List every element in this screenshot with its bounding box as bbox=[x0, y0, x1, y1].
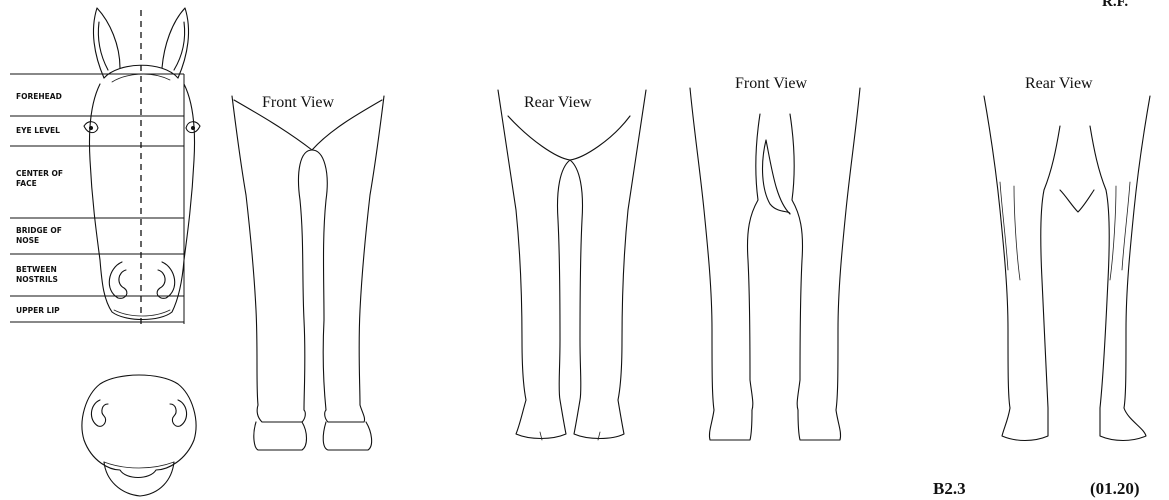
front-right-hoof bbox=[323, 422, 371, 450]
label-bridge-of: BRIDGE OF bbox=[16, 226, 62, 235]
corner-bottom-date: (01.20) bbox=[1090, 479, 1140, 498]
rear-right-hoof bbox=[574, 400, 624, 439]
right-nostril bbox=[157, 262, 175, 298]
corner-bottom-code: B2.3 bbox=[933, 479, 966, 498]
label-between: BETWEEN bbox=[16, 265, 57, 274]
label-face: FACE bbox=[16, 179, 37, 188]
forelegs-front-view bbox=[232, 96, 384, 450]
muzzle-left-nostril bbox=[91, 400, 108, 426]
muzzle-bottom-view bbox=[82, 375, 196, 496]
label-center-of: CENTER OF bbox=[16, 169, 63, 178]
label-foreleg-front-view: Front View bbox=[262, 94, 335, 111]
left-nostril bbox=[109, 262, 127, 298]
label-nose: NOSE bbox=[16, 236, 39, 245]
head-outline bbox=[89, 84, 194, 320]
label-nostrils: NOSTRILS bbox=[16, 275, 58, 284]
forelegs-rear-view bbox=[498, 90, 646, 440]
label-forehead: FOREHEAD bbox=[16, 92, 62, 101]
hind-front-right-hoof bbox=[798, 410, 841, 440]
label-eye-level: EYE LEVEL bbox=[16, 126, 60, 135]
label-upper-lip: UPPER LIP bbox=[16, 306, 60, 315]
front-left-hoof bbox=[254, 422, 307, 450]
horse-head-front bbox=[84, 8, 200, 326]
hind-front-left-hoof bbox=[709, 410, 752, 440]
muzzle-right-nostril bbox=[170, 400, 187, 426]
label-foreleg-rear-view: Rear View bbox=[524, 94, 592, 111]
face-zone-lines bbox=[10, 74, 184, 322]
label-hindleg-rear-view: Rear View bbox=[1025, 75, 1093, 92]
hind-rear-left-hoof bbox=[1002, 408, 1048, 441]
rear-left-hoof bbox=[516, 400, 566, 439]
hindlegs-front-view bbox=[690, 88, 860, 440]
hindlegs-rear-view bbox=[984, 96, 1150, 441]
label-hindleg-front-view: Front View bbox=[735, 75, 808, 92]
corner-top-label: R.F. bbox=[1102, 0, 1128, 10]
hind-rear-right-hoof bbox=[1100, 408, 1146, 441]
